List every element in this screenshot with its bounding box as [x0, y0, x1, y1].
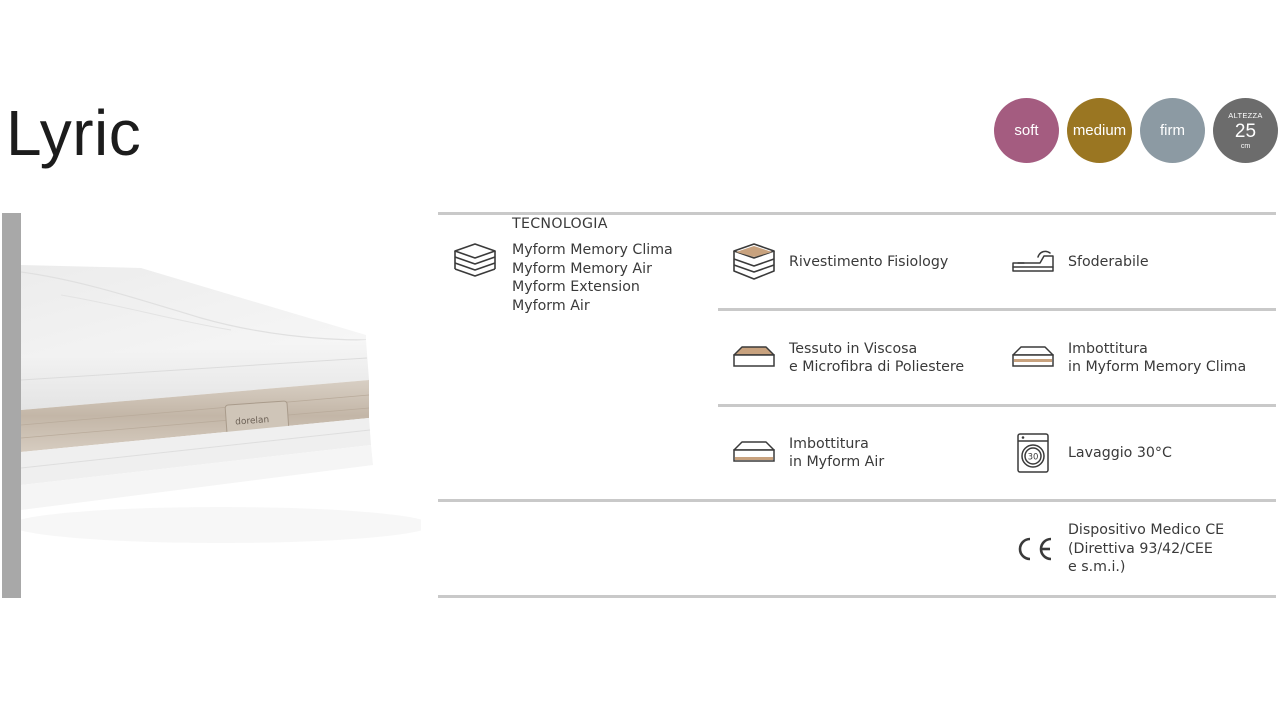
feature-label: Tessuto in Viscosa e Microfibra di Polie…	[789, 340, 965, 376]
height-badge: ALTEZZA 25 cm	[1213, 98, 1278, 163]
medium-badge: medium	[1067, 98, 1132, 163]
feature-label: Dispositivo Medico CE (Direttiva 93/42/C…	[1068, 522, 1225, 575]
technology-heading: TECNOLOGIA	[512, 216, 608, 232]
divider-top	[438, 212, 1276, 215]
feature-tessuto: Tessuto in Viscosa e Microfibra di Polie…	[731, 337, 964, 379]
divider-bottom	[438, 595, 1276, 598]
feature-lavaggio: 30 Lavaggio 30°C	[1010, 432, 1172, 474]
height-unit: cm	[1240, 142, 1251, 150]
feature-imbottitura-air: Imbottitura in Myform Air	[731, 432, 884, 474]
technology-item: Myform Air	[512, 297, 590, 314]
technology-item: Myform Memory Air	[512, 260, 652, 277]
cover-layers-icon	[733, 243, 775, 280]
fabric-layer-icon	[733, 346, 775, 367]
feature-rivestimento: Rivestimento Fisiology	[731, 241, 948, 283]
feature-label: Imbottitura in Myform Memory Clima	[1068, 340, 1247, 376]
feature-sfoderabile: Sfoderabile	[1010, 241, 1149, 283]
product-title: Lyric	[6, 97, 142, 169]
feature-label: Lavaggio 30°C	[1068, 444, 1172, 461]
mattress-image: dorelan	[21, 265, 421, 543]
feature-label: Imbottitura in Myform Air	[789, 435, 885, 471]
technology-item: Myform Memory Clima	[512, 242, 673, 258]
svg-text:30: 30	[1028, 453, 1039, 463]
feature-label: Sfoderabile	[1068, 253, 1149, 270]
divider-row3	[438, 499, 1276, 502]
technology-list: Myform Memory Clima Myform Memory Air My…	[512, 241, 673, 315]
removable-cover-icon	[1012, 250, 1054, 272]
divider-row2	[718, 404, 1276, 407]
height-caption: ALTEZZA	[1228, 111, 1263, 121]
padding-layer-icon	[733, 441, 775, 462]
feature-label: Rivestimento Fisiology	[789, 253, 949, 270]
brand-label: dorelan	[235, 415, 270, 427]
layers-icon	[454, 243, 496, 277]
technology-item: Myform Extension	[512, 279, 640, 295]
washing-machine-icon: 30	[1017, 433, 1049, 473]
padding-layer-icon	[1012, 346, 1054, 367]
ce-mark-icon	[1018, 537, 1052, 561]
divider-row1	[718, 308, 1276, 311]
accent-bar	[2, 213, 21, 598]
feature-imbottitura-clima: Imbottitura in Myform Memory Clima	[1010, 337, 1246, 379]
firm-badge: firm	[1140, 98, 1205, 163]
height-value: 25	[1234, 120, 1257, 142]
soft-badge: soft	[994, 98, 1059, 163]
feature-dispositivo: Dispositivo Medico CE (Direttiva 93/42/C…	[1010, 521, 1224, 577]
